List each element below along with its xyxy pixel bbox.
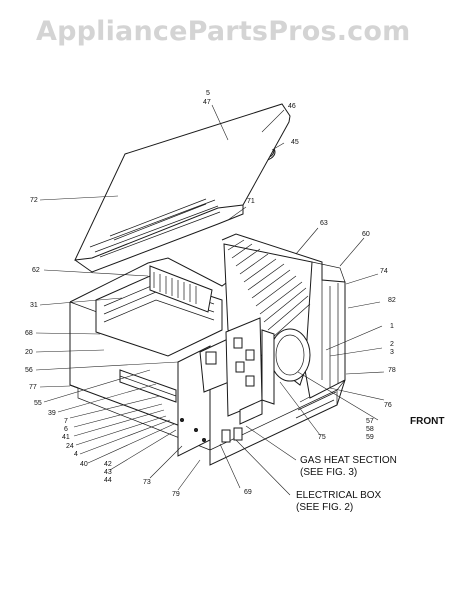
electrical-box-ref: (SEE FIG. 2) bbox=[296, 502, 353, 513]
part-label-59: 59 bbox=[366, 434, 374, 441]
part-label-77: 77 bbox=[29, 384, 37, 391]
part-label-2: 2 bbox=[390, 341, 394, 348]
part-label-68: 68 bbox=[25, 330, 33, 337]
part-label-75: 75 bbox=[318, 434, 326, 441]
part-label-44: 44 bbox=[104, 477, 112, 484]
part-label-6: 6 bbox=[64, 426, 68, 433]
part-label-47: 47 bbox=[203, 99, 211, 106]
gas-heat-section-label: GAS HEAT SECTION bbox=[300, 455, 397, 466]
part-label-31: 31 bbox=[30, 302, 38, 309]
part-label-78: 78 bbox=[388, 367, 396, 374]
part-label-41: 41 bbox=[62, 434, 70, 441]
watermark-logo: AppliancePartsPros.com bbox=[36, 16, 411, 47]
part-label-57: 57 bbox=[366, 418, 374, 425]
part-label-43: 43 bbox=[104, 469, 112, 476]
gas-heat-section-ref: (SEE FIG. 3) bbox=[300, 467, 357, 478]
part-label-56: 56 bbox=[25, 367, 33, 374]
part-label-69: 69 bbox=[244, 489, 252, 496]
heat-exchanger bbox=[95, 265, 223, 357]
leader-lines bbox=[35, 104, 385, 496]
part-label-42: 42 bbox=[104, 461, 112, 468]
part-label-71: 71 bbox=[247, 198, 255, 205]
part-label-72: 72 bbox=[30, 197, 38, 204]
part-label-62: 62 bbox=[32, 267, 40, 274]
part-label-40: 40 bbox=[80, 461, 88, 468]
part-label-58: 58 bbox=[366, 426, 374, 433]
part-label-79: 79 bbox=[172, 491, 180, 498]
part-label-76: 76 bbox=[384, 402, 392, 409]
part-label-74: 74 bbox=[380, 268, 388, 275]
part-label-60: 60 bbox=[362, 231, 370, 238]
electrical-box-label: ELECTRICAL BOX bbox=[296, 490, 382, 501]
part-label-20: 20 bbox=[25, 349, 33, 356]
part-label-55: 55 bbox=[34, 400, 42, 407]
part-label-45: 45 bbox=[291, 139, 299, 146]
part-label-82: 82 bbox=[388, 297, 396, 304]
part-label-73: 73 bbox=[143, 479, 151, 486]
top-cover-panel bbox=[74, 103, 291, 273]
front-label: FRONT bbox=[410, 416, 444, 427]
part-label-4: 4 bbox=[74, 451, 78, 458]
part-label-46: 46 bbox=[288, 103, 296, 110]
control-panel bbox=[177, 317, 263, 457]
part-label-3: 3 bbox=[390, 349, 394, 356]
part-label-7: 7 bbox=[64, 418, 68, 425]
part-label-39: 39 bbox=[48, 410, 56, 417]
part-number-labels: 5 47 46 45 72 71 63 60 62 74 82 31 1 68 … bbox=[25, 90, 396, 498]
part-label-1: 1 bbox=[390, 323, 394, 330]
part-label-63: 63 bbox=[320, 220, 328, 227]
section-callouts: FRONT GAS HEAT SECTION (SEE FIG. 3) ELEC… bbox=[296, 416, 444, 513]
part-label-5: 5 bbox=[206, 90, 210, 97]
part-label-24: 24 bbox=[66, 443, 74, 450]
